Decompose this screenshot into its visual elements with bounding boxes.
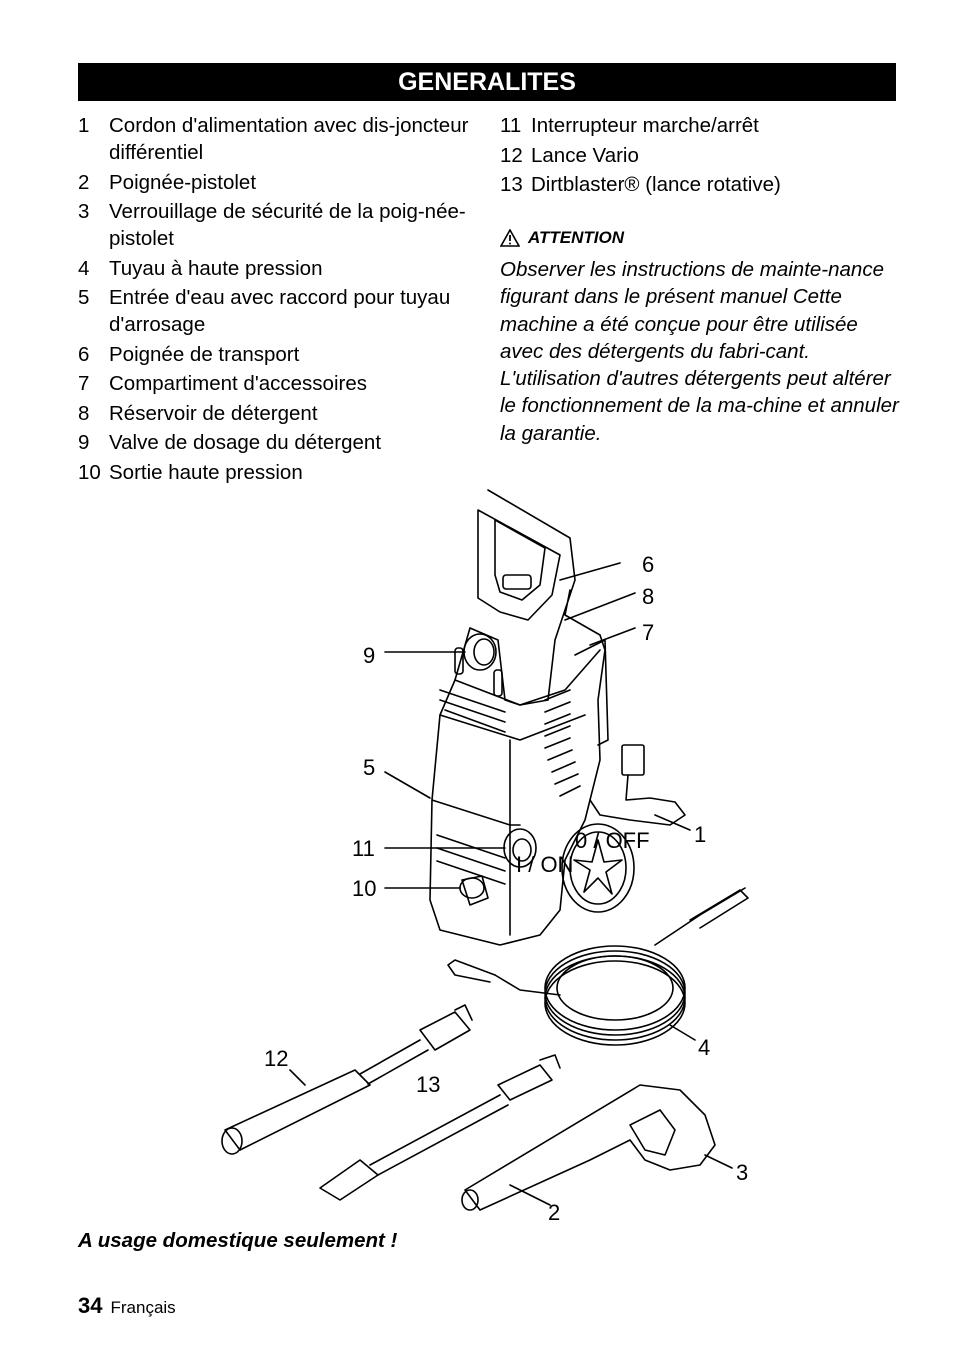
high-pressure-outlet bbox=[459, 875, 489, 906]
callout-13: 13 bbox=[416, 1072, 440, 1097]
parts-list-right: 11 Interrupteur marche/arrêt 12 Lance Vari… bbox=[500, 112, 900, 201]
domestic-use-note: A usage domestique seulement ! bbox=[78, 1229, 398, 1252]
item-text: Lance Vario bbox=[531, 143, 639, 167]
attention-label: ATTENTION bbox=[528, 228, 625, 247]
list-item: 8 Réservoir de détergent bbox=[78, 400, 478, 427]
item-number: 3 bbox=[78, 200, 90, 223]
item-number: 5 bbox=[78, 286, 90, 309]
vario-lance bbox=[221, 1004, 473, 1155]
callout-2: 2 bbox=[548, 1200, 560, 1225]
item-number: 11 bbox=[500, 114, 522, 137]
callout-5: 5 bbox=[363, 755, 375, 780]
callout-11: 11 bbox=[352, 836, 375, 861]
list-item: 7 Compartiment d'accessoires bbox=[78, 370, 478, 397]
list-item: 4 Tuyau à haute pression bbox=[78, 255, 478, 282]
item-text: Verrouillage de sécurité de la poig-née-… bbox=[109, 200, 466, 250]
item-text: Dirtblaster® (lance rotative) bbox=[531, 173, 781, 196]
page-footer: 34 Français bbox=[78, 1293, 176, 1319]
callout-1: 1 bbox=[694, 822, 706, 847]
list-item: 9 Valve de dosage du détergent bbox=[78, 429, 478, 456]
callout-12: 12 bbox=[264, 1046, 288, 1071]
power-cord bbox=[589, 744, 686, 826]
callout-8: 8 bbox=[642, 584, 654, 609]
list-item: 3 Verrouillage de sécurité de la poig-née… bbox=[78, 198, 478, 252]
switch-on-label: I / ON bbox=[516, 852, 573, 877]
callout-6: 6 bbox=[642, 552, 654, 577]
page-language: Français bbox=[110, 1298, 176, 1317]
attention-text: Observer les instructions de mainte-nanc… bbox=[500, 258, 899, 445]
item-text: Valve de dosage du détergent bbox=[109, 431, 382, 454]
item-text: Compartiment d'accessoires bbox=[109, 372, 367, 395]
callout-leaders bbox=[289, 562, 733, 1206]
list-item: 10 Sortie haute pression bbox=[78, 459, 478, 486]
item-text: Poignée de transport bbox=[109, 342, 300, 366]
item-text: Poignée-pistolet bbox=[109, 170, 257, 194]
item-number: 4 bbox=[78, 256, 90, 280]
machine-body bbox=[429, 489, 609, 946]
item-text: Entrée d'eau avec raccord pour tuyau d'a… bbox=[109, 286, 451, 336]
callout-3: 3 bbox=[736, 1160, 748, 1185]
item-number: 9 bbox=[78, 431, 90, 454]
item-text: Réservoir de détergent bbox=[109, 401, 318, 425]
attention-heading: ATTENTION bbox=[500, 228, 900, 248]
item-text: Interrupteur marche/arrêt bbox=[531, 114, 759, 137]
page-number: 34 bbox=[78, 1293, 103, 1318]
switch-off-label: 0 / OFF bbox=[575, 828, 650, 853]
list-item: 13 Dirtblaster® (lance rotative) bbox=[500, 171, 900, 198]
item-number: 8 bbox=[78, 401, 90, 425]
item-number: 6 bbox=[78, 342, 90, 366]
list-item: 5 Entrée d'eau avec raccord pour tuyau d'… bbox=[78, 284, 478, 338]
warning-triangle-icon bbox=[500, 229, 520, 247]
item-number: 7 bbox=[78, 372, 90, 395]
wheel bbox=[561, 823, 635, 913]
item-text: Cordon d'alimentation avec dis-joncteur … bbox=[109, 114, 469, 164]
callout-10: 10 bbox=[352, 876, 376, 901]
high-pressure-hose bbox=[447, 887, 749, 1046]
section-title: GENERALITES bbox=[78, 63, 896, 101]
callout-9: 9 bbox=[363, 643, 375, 668]
item-number: 2 bbox=[78, 170, 90, 194]
callout-7: 7 bbox=[642, 620, 654, 645]
callout-4: 4 bbox=[698, 1035, 710, 1060]
item-number: 13 bbox=[500, 173, 523, 196]
item-number: 12 bbox=[500, 143, 523, 167]
list-item: 12 Lance Vario bbox=[500, 142, 900, 169]
item-number: 1 bbox=[78, 114, 90, 137]
attention-notice: ATTENTION Observer les instructions de m… bbox=[500, 228, 900, 447]
item-number: 10 bbox=[78, 460, 101, 484]
list-item: 2 Poignée-pistolet bbox=[78, 169, 478, 196]
trigger-gun bbox=[461, 1084, 716, 1211]
item-text: Tuyau à haute pression bbox=[109, 256, 323, 280]
item-text: Sortie haute pression bbox=[109, 460, 303, 484]
parts-list-left: 1 Cordon d'alimentation avec dis-joncteur… bbox=[78, 112, 478, 488]
dirtblaster-lance bbox=[319, 1054, 561, 1201]
list-item: 6 Poignée de transport bbox=[78, 341, 478, 368]
list-item: 1 Cordon d'alimentation avec dis-joncteur… bbox=[78, 112, 478, 166]
list-item: 11 Interrupteur marche/arrêt bbox=[500, 112, 900, 139]
